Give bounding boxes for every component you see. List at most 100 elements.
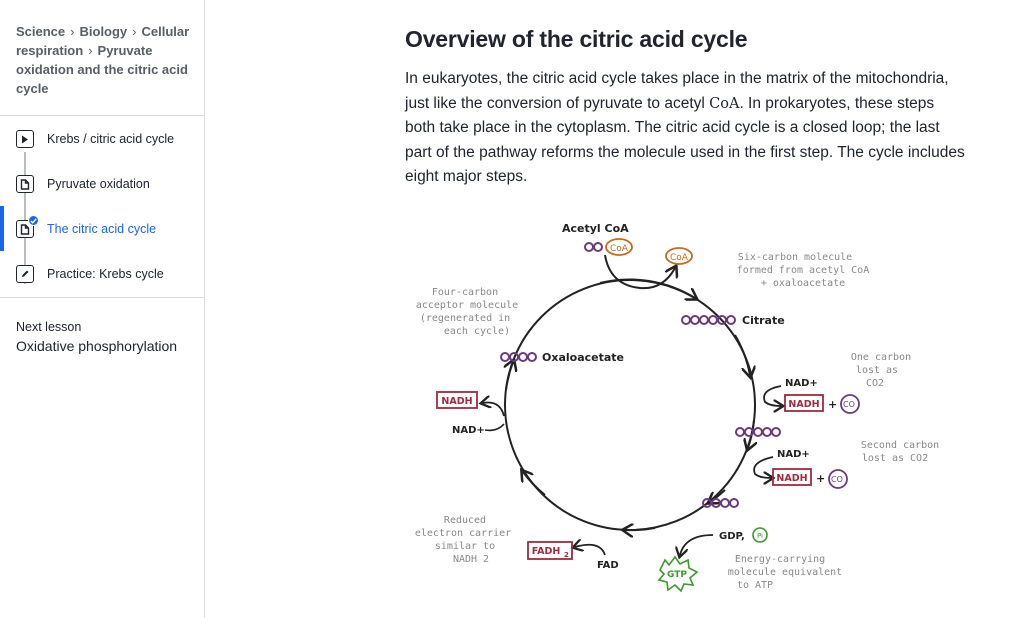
note-reduced-line4: NADH 2 [453,554,489,565]
gtp-label: GTP [667,570,687,580]
breadcrumb-separator: › [70,24,75,39]
note-second-carbon-line2: lost as CO2 [862,453,928,464]
nadh-box [436,391,478,409]
breadcrumb-science[interactable]: Science [16,24,66,39]
nad-label: NAD+ [452,425,485,436]
next-lesson-link[interactable]: Oxidative phosphorylation [16,338,178,354]
cycle-arrow [523,472,546,496]
cycle-arrow [506,362,513,391]
note-energy-line2: molecule equivalent [728,567,842,578]
next-lesson-caption: Next lesson [16,320,82,334]
citric-acid-cycle-diagram: Acetyl CoA CoA CoA Citrate Six-carbon mo… [415,222,939,593]
lesson-item-label: The citric acid cycle [47,221,157,236]
nadh-box [772,468,812,486]
released-coa-label: CoA [670,253,689,263]
play-icon [16,130,34,148]
nad-label: NAD+ [777,449,810,460]
oxaloacetate-label: Oxaloacetate [542,351,624,364]
plus-sign: + [828,398,837,411]
note-four-carbon-line1: Four-carbon [432,287,498,298]
co2-label: CO [843,400,855,409]
fad-label: FAD [597,560,619,571]
fadh2-box [527,541,573,560]
lesson-item-practice-krebs[interactable]: Practice: Krebs cycle [0,251,204,296]
coa-release-arrow [604,254,675,290]
note-energy-line1: Energy-carrying [735,554,825,565]
co2-badge [828,469,848,489]
article-title: Overview of the citric acid cycle [405,26,748,52]
article-icon [16,175,34,193]
article-content: Overview of the citric acid cycle In euk… [205,0,1024,618]
note-second-carbon-line1: Second carbon [861,440,939,451]
article-paragraph: In eukaryotes, the citric acid cycle tak… [405,67,965,190]
sidebar: Science›Biology›Cellular respiration›Pyr… [0,0,205,618]
carbon-bead [593,242,603,252]
pi-label: Pi [757,532,763,540]
cycle-arrow [734,334,750,375]
released-coa-badge [665,247,693,265]
note-one-carbon-line3: CO2 [866,378,884,389]
nadh-label: NADH [441,396,472,407]
five-carbon-molecule [735,427,781,437]
fadh2-arrow [575,545,606,556]
nadh-box [784,394,824,412]
lesson-item-label: Pyruvate oxidation [47,176,150,191]
note-four-carbon-line4: each cycle) [444,326,510,337]
nad-label: NAD+ [785,378,818,389]
nadh-arrow [483,403,505,417]
next-lesson: Next lesson Oxidative phosphorylation [0,298,204,376]
cycle-arrow [599,278,695,298]
note-reduced-line2: electron carrier [415,528,511,539]
co2-label: CO [831,475,843,484]
breadcrumb-separator: › [88,43,93,58]
nadh-label: NADH [788,399,819,410]
oxaloacetate-molecule [500,352,537,362]
citrate-label: Citrate [742,314,785,327]
lesson-list: Krebs / citric acid cycle Pyruvate oxida… [0,116,204,298]
breadcrumb-separator: › [132,24,137,39]
note-six-carbon-line1: Six-carbon molecule [738,252,852,263]
gtp-burst [657,555,699,593]
progress-track [24,152,26,284]
acetyl-coa-label: Acetyl CoA [562,222,629,235]
note-four-carbon-line2: acceptor molecule [416,300,518,311]
note-reduced-line1: Reduced [444,515,486,526]
fadh2-label: FADH [532,546,561,557]
nadh-label: NADH [776,473,807,484]
four-carbon-molecule [702,498,739,508]
paragraph-text: In eukaryotes, the citric acid cycle tak… [405,70,949,112]
pencil-icon [16,265,34,283]
citrate-molecule [681,315,736,325]
coa-term: CoA [709,95,740,112]
lesson-item-citric-acid-cycle[interactable]: The citric acid cycle [0,206,204,251]
lesson-item-pyruvate-oxidation[interactable]: Pyruvate oxidation [0,161,204,206]
lesson-item-krebs-video[interactable]: Krebs / citric acid cycle [0,116,204,161]
lesson-item-label: Krebs / citric acid cycle [47,131,175,146]
note-reduced-line3: similar to [435,541,495,552]
gtp-arrow [680,534,714,555]
nad-line [484,423,505,432]
nad-arrow [763,385,781,406]
coa-badge [605,238,633,256]
note-four-carbon-line3: (regenerated in [420,313,510,324]
breadcrumb-biology[interactable]: Biology [79,24,128,39]
completed-check-icon [28,215,39,226]
breadcrumb: Science›Biology›Cellular respiration›Pyr… [0,0,204,116]
paragraph-text: . In prokaryotes, these steps both take … [405,94,965,186]
note-six-carbon-line2: formed from acetyl CoA [737,265,869,276]
note-energy-line3: to ATP [737,580,773,591]
breadcrumb-cellular-respiration[interactable]: Cellular respiration [16,24,190,58]
co2-badge [840,394,860,414]
note-one-carbon-line1: One carbon [851,352,911,363]
lesson-item-label: Practice: Krebs cycle [47,266,164,281]
carbon-bead [584,242,594,252]
note-six-carbon-line3: + oxaloacetate [761,278,845,289]
gdp-label: GDP, [719,531,745,542]
cycle-arrow [625,528,656,530]
pi-badge [752,527,768,543]
fadh2-subscript: 2 [564,551,569,559]
nad-arrow [753,456,773,478]
coa-badge-label: CoA [610,244,629,254]
breadcrumb-pyruvate-oxidation[interactable]: Pyruvate oxidation and the citric acid c… [16,43,188,96]
plus-sign: + [816,472,825,485]
